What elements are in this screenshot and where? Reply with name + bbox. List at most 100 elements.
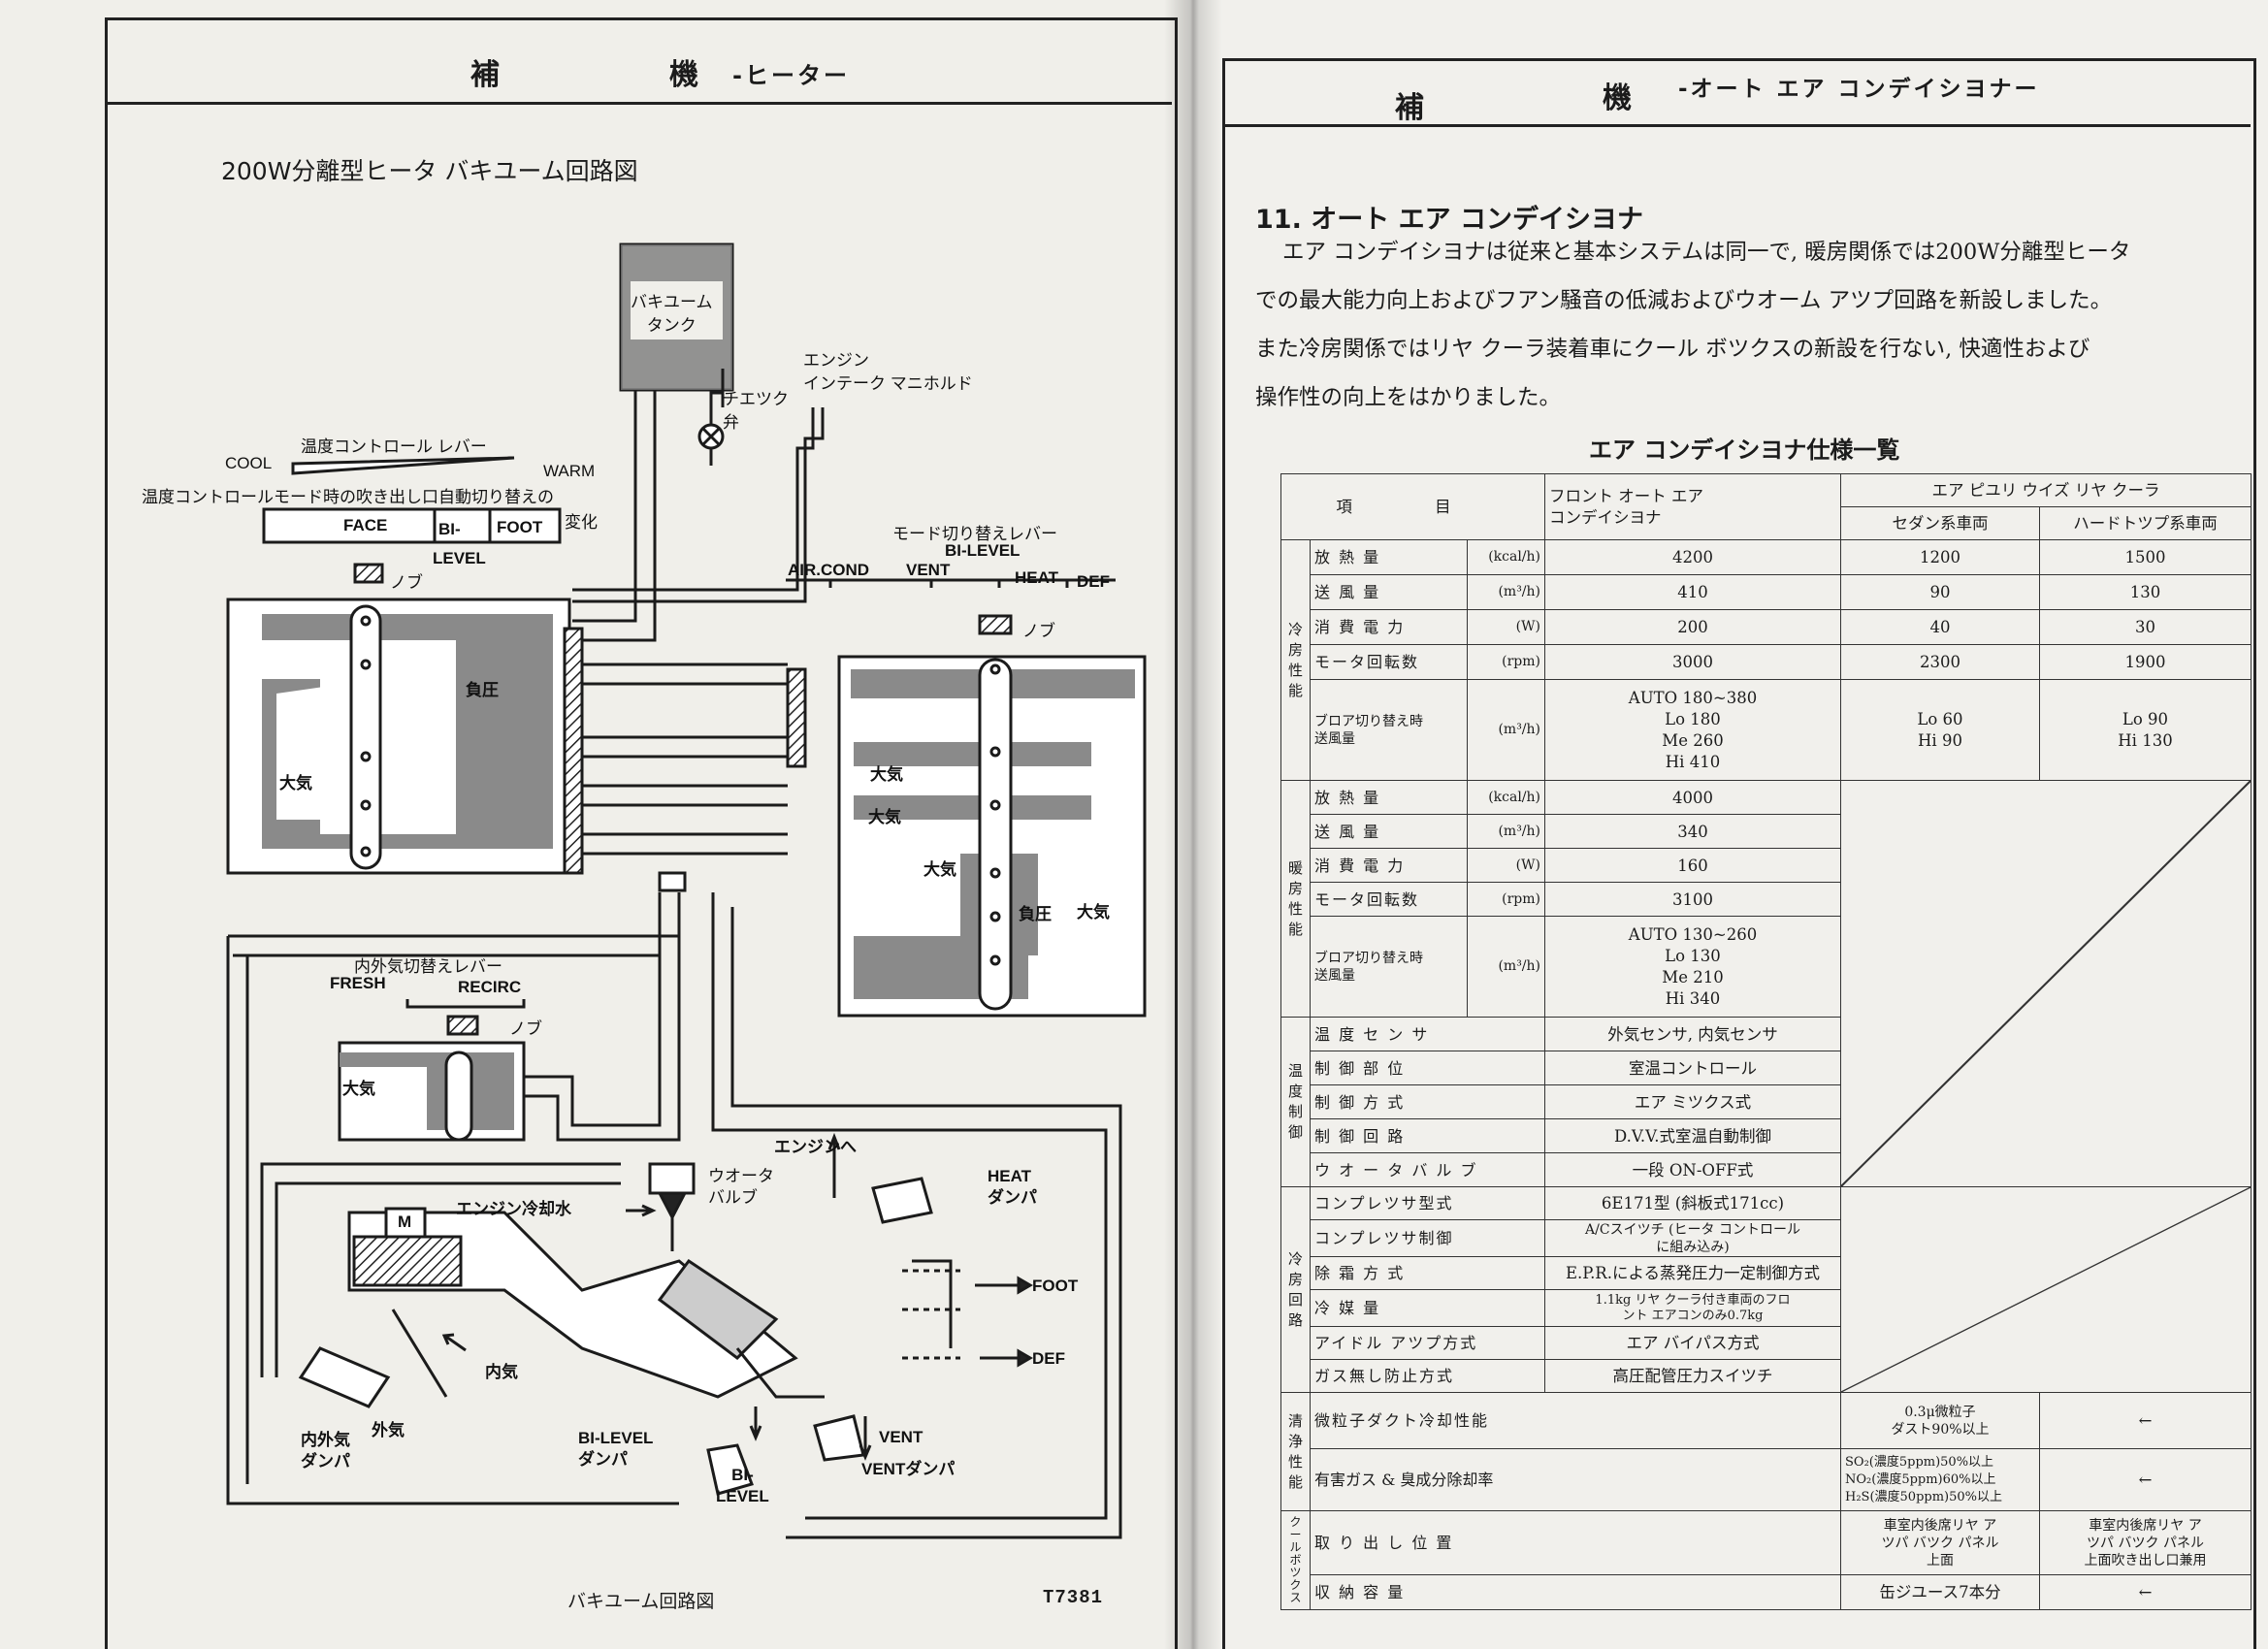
- cool-blower-hardtop: Lo 90 Hi 130: [2039, 679, 2252, 781]
- heat-airflow-unit: (m³/h): [1467, 814, 1545, 849]
- header-item: 項 目: [1280, 473, 1545, 540]
- compressor-control-item: コンプレツサ制御: [1310, 1219, 1545, 1257]
- heat-power-item: 消 費 電 力: [1310, 848, 1468, 883]
- recirc-damper-label: 内外気 ダンパ: [301, 1431, 350, 1471]
- particle-sedan: 0.3μ微粒子 ダスト90%以上: [1840, 1392, 2040, 1449]
- cool-blower-unit: (m³/h): [1467, 679, 1545, 781]
- engine-intake-label: エンジン インテーク マニホルド: [803, 351, 973, 393]
- level-label: LEVEL: [433, 549, 486, 567]
- idle-up-item: アイドル アツプ方式: [1310, 1326, 1545, 1360]
- right-header-col2: 機: [1603, 81, 1632, 115]
- diagonal-strike: [1841, 781, 2251, 1186]
- intro-line-3: また冷房関係ではリヤ クーラ装着車にクール ボツクスの新設を行ない, 快適性およ…: [1255, 337, 2090, 362]
- harmful-gas-item: 有害ガス & 臭成分除却率: [1310, 1448, 1841, 1511]
- cool-heat-output-front: 4200: [1544, 539, 1841, 575]
- knob-label-mode: ノブ: [1022, 622, 1055, 640]
- refrigerant-item: 冷 媒 量: [1310, 1289, 1545, 1327]
- right-page-frame: [1222, 58, 2256, 1649]
- diagonal-blank-area-2: [1840, 1186, 2252, 1393]
- heat-output-unit: (kcal/h): [1467, 780, 1545, 815]
- negative-pressure-left-label: 負圧: [466, 681, 499, 699]
- capacity-hardtop: ←: [2039, 1574, 2252, 1610]
- knob-label-temp: ノブ: [390, 573, 423, 592]
- idle-up-front: エア バイパス方式: [1544, 1326, 1841, 1360]
- diagram-title: 200W分離型ヒータ バキユーム回路図: [221, 157, 638, 185]
- compressor-type-item: コンプレツサ型式: [1310, 1186, 1545, 1220]
- cool-motor-rpm-unit: (rpm): [1467, 644, 1545, 680]
- figure-caption: バキユーム回路図: [567, 1591, 715, 1612]
- vacuum-tank-label: バキユーム タンク: [631, 293, 713, 335]
- group-temp-control: 温 度 制 御: [1280, 1017, 1311, 1187]
- knob-label-recirc: ノブ: [509, 1019, 542, 1038]
- cool-airflow-hardtop: 130: [2039, 574, 2252, 610]
- atmosphere-left-label: 大気: [279, 774, 312, 792]
- atmosphere-right-4-label: 大気: [1077, 903, 1110, 922]
- figure-number: T7381: [1043, 1587, 1104, 1608]
- heat-blower-item: ブロア切り替え時 送風量: [1310, 916, 1468, 1018]
- bilevel-damper-label: BI-LEVEL ダンパ: [578, 1429, 654, 1469]
- defrost-method-item: 除 霜 方 式: [1310, 1256, 1545, 1290]
- heat-power-unit: (W): [1467, 848, 1545, 883]
- section-title: 11. オート エア コンデイシヨナ: [1255, 205, 1644, 235]
- cool-heat-output-unit: (kcal/h): [1467, 539, 1545, 575]
- capacity-item: 収 納 容 量: [1310, 1574, 1841, 1610]
- heat-mode-label: HEAT: [1015, 568, 1059, 587]
- heat-output-item: 放 熱 量: [1310, 780, 1468, 815]
- heat-airflow-item: 送 風 量: [1310, 814, 1468, 849]
- left-header-section: -ヒーター: [732, 62, 850, 89]
- heat-motor-rpm-unit: (rpm): [1467, 882, 1545, 917]
- outside-air-label: 外気: [372, 1421, 405, 1439]
- fresh-label: FRESH: [330, 974, 386, 992]
- water-valve-item: ウ オ ー タ バ ル ブ: [1310, 1152, 1545, 1187]
- cool-blower-sedan: Lo 60 Hi 90: [1840, 679, 2040, 781]
- outlet-position-item: 取 り 出 し 位 置: [1310, 1510, 1841, 1575]
- harmful-gas-sedan: SO₂(濃度5ppm)50%以上 NO₂(濃度5ppm)60%以上 H₂S(濃度…: [1840, 1448, 2040, 1511]
- right-header-section: -オート エア コンデイシヨナー: [1678, 77, 2040, 102]
- cool-motor-rpm-item: モータ回転数: [1310, 644, 1468, 680]
- water-valve-front: 一段 ON-OFF式: [1544, 1152, 1841, 1187]
- auto-switch-label: 温度コントロールモード時の吹き出し口自動切り替えの: [142, 488, 554, 506]
- right-page: 補 機 -オート エア コンデイシヨナー 11. オート エア コンデイシヨナ …: [1185, 0, 2268, 1649]
- heat-motor-rpm-front: 3100: [1544, 882, 1841, 917]
- right-header-col1: 補: [1395, 91, 1424, 125]
- group-cooling: 冷 房 性 能: [1280, 539, 1311, 781]
- heat-power-front: 160: [1544, 848, 1841, 883]
- recirc-label: RECIRC: [458, 978, 522, 996]
- air-cond-label: AIR.COND: [788, 561, 870, 579]
- def-outlet-label: DEF: [1032, 1349, 1065, 1368]
- heat-damper-label: HEAT ダンパ: [988, 1167, 1037, 1207]
- book-fold-shadow: [1164, 0, 1222, 1649]
- vent-damper-label: VENTダンパ: [861, 1460, 956, 1478]
- cool-power-front: 200: [1544, 609, 1841, 645]
- cool-heat-output-hardtop: 1500: [2039, 539, 2252, 575]
- header-sedan: セダン系車両: [1840, 506, 2040, 540]
- intro-line-4: 操作性の向上をはかりました。: [1255, 385, 1562, 410]
- cool-airflow-item: 送 風 量: [1310, 574, 1468, 610]
- diagonal-blank-area: [1840, 780, 2252, 1187]
- vacuum-circuit-diagram: [226, 242, 1147, 1539]
- foot-outlet-label: FOOT: [1032, 1277, 1079, 1295]
- recirc-lever-label: 内外気切替えレバー: [354, 957, 502, 976]
- henka-label: 変化: [565, 513, 598, 532]
- left-header-rule: [105, 102, 1172, 105]
- vent-mode-label: VENT: [906, 561, 951, 579]
- to-engine-label: エンジンへ: [774, 1138, 857, 1156]
- heat-blower-unit: (m³/h): [1467, 916, 1545, 1018]
- cool-motor-rpm-sedan: 2300: [1840, 644, 2040, 680]
- temp-sensor-item: 温 度 セ ン サ: [1310, 1017, 1545, 1051]
- bi-level-outlet-label: BI- LEVEL: [716, 1466, 769, 1505]
- gas-prevention-front: 高圧配管圧力スイツチ: [1544, 1359, 1841, 1393]
- gas-prevention-item: ガス無し防止方式: [1310, 1359, 1545, 1393]
- check-valve-label: チエツク 弁: [723, 390, 789, 432]
- particle-hardtop: ←: [2039, 1392, 2252, 1449]
- refrigerant-front: 1.1kg リヤ クーラ付き車両のフロ ント エアコンのみ0.7kg: [1544, 1289, 1841, 1327]
- header-front: フロント オート エア コンデイシヨナ: [1544, 473, 1841, 540]
- cool-label: COOL: [225, 454, 273, 472]
- cool-motor-rpm-hardtop: 1900: [2039, 644, 2252, 680]
- heat-blower-front: AUTO 130~260 Lo 130 Me 210 Hi 340: [1544, 916, 1841, 1018]
- left-header-col2: 機: [669, 58, 698, 92]
- cool-blower-front: AUTO 180~380 Lo 180 Me 260 Hi 410: [1544, 679, 1841, 781]
- intro-line-2: での最大能力向上およびフアン騒音の低減およびウオーム アツプ回路を新設しました。: [1255, 288, 2113, 313]
- compressor-control-front: A/Cスイツチ (ヒータ コントロール に組み込み): [1544, 1219, 1841, 1257]
- temp-sensor-front: 外気センサ, 内気センサ: [1544, 1017, 1841, 1051]
